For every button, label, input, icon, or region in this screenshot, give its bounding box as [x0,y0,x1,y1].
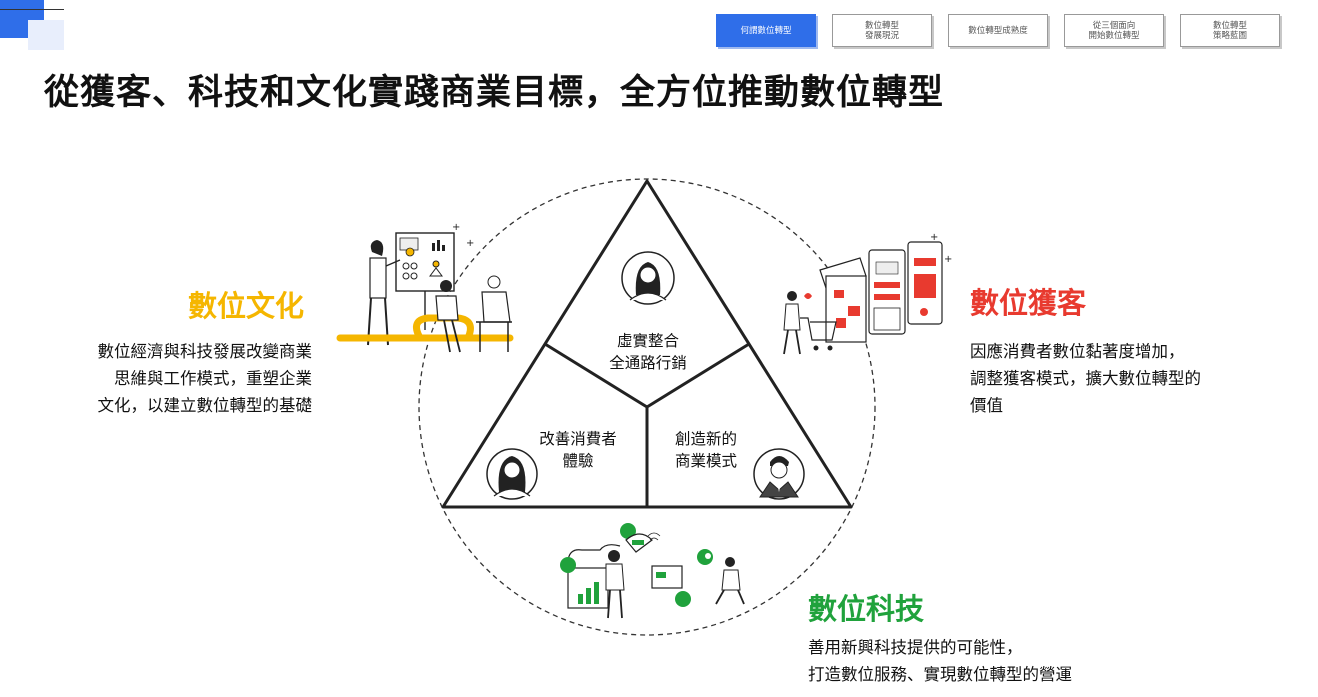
svg-text:+: + [930,232,938,243]
triangle-top-label: 虛實整合 全通路行銷 [609,332,687,372]
logo-line [0,9,64,10]
divider-right [646,342,750,409]
section-nav: 何謂數位轉型 數位轉型 發展現況 數位轉型成熟度 從三個面向 開始數位轉型 數位… [716,14,1280,47]
acquisition-line: 調整獲客模式，擴大數位轉型的 [970,369,1201,388]
logo-square-light [28,20,64,50]
acquisition-heading: 數位獲客 [970,286,1087,320]
outer-dashed-circle [418,178,876,636]
person-female-icon [621,251,675,305]
digital-technology-illustration [560,523,745,619]
culture-line: 文化，以建立數位轉型的基礎 [97,396,313,415]
online-shopping-illustration: + + [783,232,952,355]
person-female-icon [486,448,538,500]
divider-left [544,342,648,409]
corner-logo [0,0,70,50]
tab-maturity[interactable]: 數位轉型成熟度 [948,14,1048,47]
acquisition-description: 因應消費者數位黏著度增加， 調整獲客模式，擴大數位轉型的 價值 [970,338,1270,419]
tab-development-status[interactable]: 數位轉型 發展現況 [832,14,932,47]
triangle-left-label: 改善消費者 體驗 [539,430,617,470]
triangle-right-label: 創造新的 商業模式 [674,430,737,470]
svg-text:+: + [452,222,460,233]
technology-heading: 數位科技 [808,592,925,626]
acquisition-line: 因應消費者數位黏著度增加， [970,342,1185,361]
person-male-suit-icon [753,448,805,500]
tab-three-aspects[interactable]: 從三個面向 開始數位轉型 [1064,14,1164,47]
culture-line: 數位經濟與科技發展改變商業 [97,342,313,361]
technology-line: 打造數位服務、實現數位轉型的營運 [808,665,1072,684]
culture-line: 思維與工作模式，重塑企業 [114,369,312,388]
technology-description: 善用新興科技提供的可能性， 打造數位服務、實現數位轉型的營運 [808,634,1138,688]
page-title: 從獲客、科技和文化實踐商業目標，全方位推動數位轉型 [44,73,945,113]
tab-strategy-blueprint[interactable]: 數位轉型 策略藍圖 [1180,14,1280,47]
team-meeting-illustration: + + [336,222,514,353]
svg-text:+: + [466,238,474,249]
tab-what-is-digital-transformation[interactable]: 何謂數位轉型 [716,14,816,47]
culture-description: 數位經濟與科技發展改變商業 思維與工作模式，重塑企業 文化，以建立數位轉型的基礎 [40,338,313,419]
svg-text:+: + [944,254,952,265]
culture-heading: 數位文化 [188,289,305,323]
acquisition-line: 價值 [970,396,1003,415]
technology-line: 善用新興科技提供的可能性， [808,638,1023,657]
